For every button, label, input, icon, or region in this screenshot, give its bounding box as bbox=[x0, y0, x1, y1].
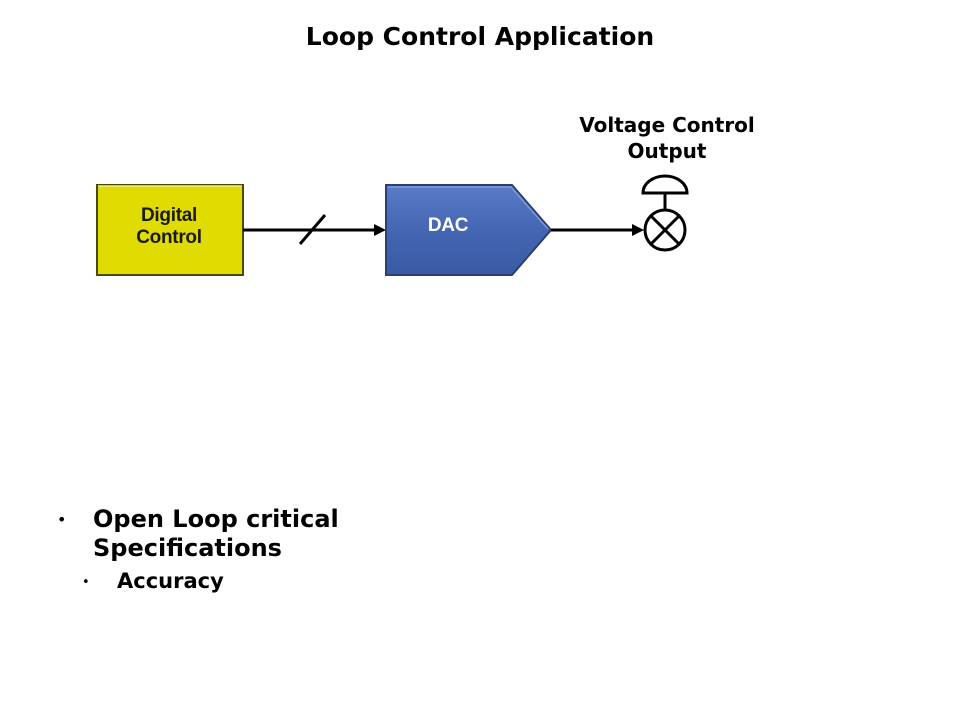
output-label: Voltage Control Output bbox=[560, 112, 774, 164]
bus-slash-icon bbox=[298, 214, 327, 245]
bullet-item: Open Loop critical Specifications bbox=[93, 505, 339, 562]
output-label-line1: Voltage Control bbox=[579, 113, 755, 137]
output-label-line2: Output bbox=[627, 139, 707, 163]
slide-title: Loop Control Application bbox=[305, 22, 655, 51]
voltage-control-valve-icon bbox=[641, 174, 689, 252]
dac-label: DAC bbox=[427, 215, 469, 236]
arrowhead-to-dac bbox=[374, 224, 386, 236]
sub-bullet-item: Accuracy bbox=[117, 569, 224, 593]
digital-control-line1: Digital bbox=[141, 205, 197, 226]
digital-control-block bbox=[96, 184, 244, 276]
arrowhead-to-valve bbox=[632, 224, 644, 236]
dac-block bbox=[385, 184, 553, 276]
sub-bullet-marker: • bbox=[82, 575, 90, 590]
digital-control-line2: Control bbox=[136, 227, 202, 248]
digital-control-label: Digital Control bbox=[98, 205, 240, 249]
bullet-marker: • bbox=[57, 510, 67, 529]
